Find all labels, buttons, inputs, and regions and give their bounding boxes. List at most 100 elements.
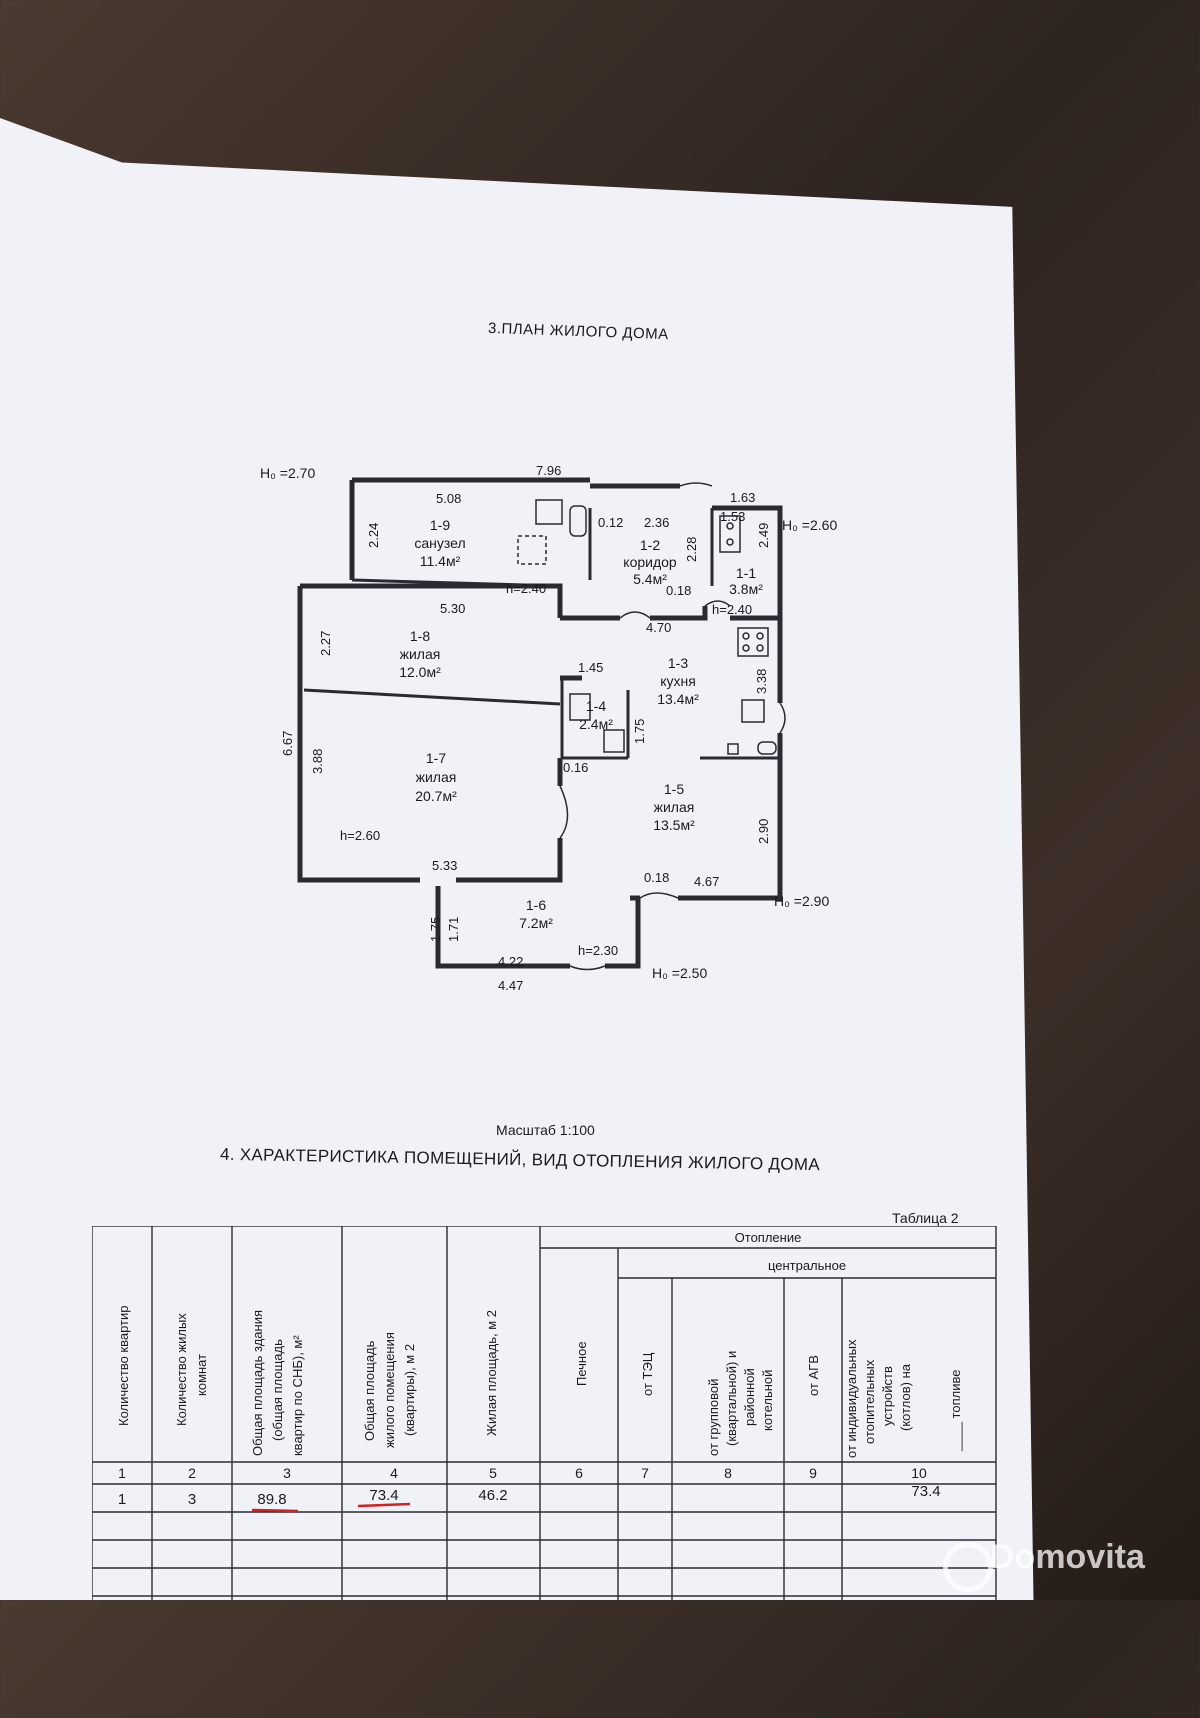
svg-text:2.49: 2.49 [756, 523, 771, 548]
svg-text:жилого помещения: жилого помещения [382, 1332, 397, 1448]
cell-living-area: 46.2 [478, 1487, 507, 1504]
h0-se: H₀ =2.90 [774, 893, 829, 909]
svg-text:4.22: 4.22 [498, 954, 523, 969]
red-underlines [251, 1502, 411, 1513]
svg-text:5: 5 [489, 1465, 497, 1481]
svg-text:(квартальной) и: (квартальной) и [724, 1351, 739, 1446]
svg-text:2.24: 2.24 [366, 523, 381, 548]
svg-text:Общая площадь здания: Общая площадь здания [250, 1310, 265, 1456]
svg-text:7: 7 [641, 1465, 649, 1481]
h0-porch: H₀ =2.50 [652, 965, 707, 981]
svg-text:____ топливе: ____ топливе [948, 1370, 963, 1452]
svg-text:0.18: 0.18 [644, 870, 669, 885]
svg-text:от индивидуальных: от индивидуальных [844, 1339, 859, 1458]
watermark-icon [943, 1542, 993, 1592]
svg-text:8: 8 [724, 1465, 732, 1481]
room-area: 3.8м² [729, 581, 763, 597]
room-id: 1-2 [640, 537, 660, 553]
room-name: жилая [416, 769, 457, 785]
svg-text:6.67: 6.67 [280, 731, 295, 756]
cell: 3 [188, 1491, 196, 1508]
cell-heating-individual: 73.4 [911, 1483, 940, 1500]
h-16: h=2.30 [578, 943, 618, 958]
svg-text:5.33: 5.33 [432, 858, 457, 873]
room-id: 1-9 [430, 517, 450, 533]
svg-text:Количество квартир: Количество квартир [116, 1306, 131, 1427]
room-id: 1-3 [668, 655, 688, 671]
h-17: h=2.60 [340, 828, 380, 843]
room-area: 13.5м² [653, 817, 695, 833]
svg-text:5.08: 5.08 [436, 491, 461, 506]
svg-text:3.88: 3.88 [310, 749, 325, 774]
room-labels: 1-9 санузел 11.4м² 1-2 коридор 5.4м² 1-1… [399, 517, 763, 931]
svg-text:6: 6 [575, 1465, 583, 1481]
svg-text:Общая площадь: Общая площадь [362, 1340, 377, 1441]
rooms-heating-table: Отопление центральное Количество квартир… [92, 1226, 997, 1600]
watermark: Domovita [990, 1538, 1145, 1576]
h0-nw: H₀ =2.70 [260, 465, 315, 481]
svg-text:4.70: 4.70 [646, 620, 671, 635]
room-id: 1-6 [526, 897, 546, 913]
heading-heating: Отопление [735, 1230, 802, 1245]
svg-text:отопительных: отопительных [862, 1359, 877, 1444]
table-caption: Таблица 2 [892, 1210, 959, 1226]
svg-text:4: 4 [390, 1465, 398, 1481]
svg-text:1.75: 1.75 [428, 917, 443, 942]
room-name: санузел [414, 535, 465, 551]
svg-text:2.27: 2.27 [318, 631, 333, 656]
signature-label: Подпись исполнителя [660, 1640, 803, 1656]
svg-text:3.38: 3.38 [754, 669, 769, 694]
plan-title: 3.ПЛАН ЖИЛОГО ДОМА [487, 319, 669, 344]
svg-text:2.36: 2.36 [644, 515, 669, 530]
svg-text:(котлов) на: (котлов) на [898, 1363, 913, 1431]
section4-title: 4. ХАРАКТЕРИСТИКА ПОМЕЩЕНИЙ, ВИД ОТОПЛЕН… [219, 1144, 821, 1175]
svg-text:2.28: 2.28 [684, 537, 699, 562]
table-headers: Отопление центральное [735, 1230, 846, 1273]
room-id: 1-8 [410, 628, 430, 644]
svg-text:10: 10 [911, 1465, 927, 1481]
svg-text:5.30: 5.30 [440, 601, 465, 616]
plan-dimensions: 7.96 5.08 1.63 1.53 0.12 2.36 0.18 5.30 … [280, 463, 771, 993]
svg-text:1.53: 1.53 [720, 509, 745, 524]
room-name: кухня [660, 673, 696, 689]
room-area: 11.4м² [420, 553, 461, 569]
h-19: h=2.40 [506, 581, 546, 596]
floor-plan: H₀ =2.70 H₀ =2.60 H₀ =2.90 H₀ =2.50 h=2.… [260, 463, 837, 993]
room-area: 5.4м² [633, 571, 667, 587]
heading-central: центральное [768, 1258, 846, 1273]
cell-living-premises-area: 73.4 [369, 1487, 398, 1504]
svg-text:2.90: 2.90 [756, 819, 771, 844]
h0-ne: H₀ =2.60 [782, 517, 837, 533]
room-name: коридор [623, 554, 677, 570]
svg-text:от групповой: от групповой [706, 1379, 721, 1456]
room-id: 1-4 [586, 698, 606, 714]
svg-text:комнат: комнат [194, 1354, 209, 1396]
svg-text:1.63: 1.63 [730, 490, 755, 505]
svg-text:от ТЭЦ: от ТЭЦ [640, 1352, 655, 1396]
svg-text:1.71: 1.71 [446, 917, 461, 942]
svg-text:Жилая площадь, м 2: Жилая площадь, м 2 [484, 1310, 499, 1436]
svg-text:1.45: 1.45 [578, 660, 603, 675]
room-area: 12.0м² [399, 664, 441, 680]
svg-text:котельной: котельной [760, 1370, 775, 1431]
svg-text:2: 2 [188, 1465, 196, 1481]
room-name: жилая [654, 799, 695, 815]
svg-text:0.18: 0.18 [666, 583, 691, 598]
svg-text:районной: районной [742, 1368, 757, 1426]
room-area: 2.4м² [579, 716, 613, 732]
plan-walls [297, 477, 783, 969]
svg-text:квартир по СНБ), м²: квартир по СНБ), м² [290, 1335, 305, 1456]
svg-text:3: 3 [283, 1465, 291, 1481]
cell-total-area: 89.8 [257, 1491, 286, 1508]
h-11: h=2.40 [712, 602, 752, 617]
table-row: 1 3 89.8 73.4 46.2 73.4 [118, 1483, 941, 1508]
vertical-headers: Количество квартир Количество жилых комн… [116, 1306, 963, 1459]
svg-text:от АГВ: от АГВ [806, 1355, 821, 1396]
svg-text:(общая площадь: (общая площадь [270, 1339, 285, 1441]
svg-text:Печное: Печное [574, 1341, 589, 1386]
svg-text:4.67: 4.67 [694, 874, 719, 889]
cell: 1 [118, 1491, 126, 1508]
column-numbers: 1 2 3 4 5 6 7 8 9 10 [118, 1465, 927, 1481]
room-area: 7.2м² [519, 915, 553, 931]
svg-text:Количество жилых: Количество жилых [174, 1313, 189, 1426]
